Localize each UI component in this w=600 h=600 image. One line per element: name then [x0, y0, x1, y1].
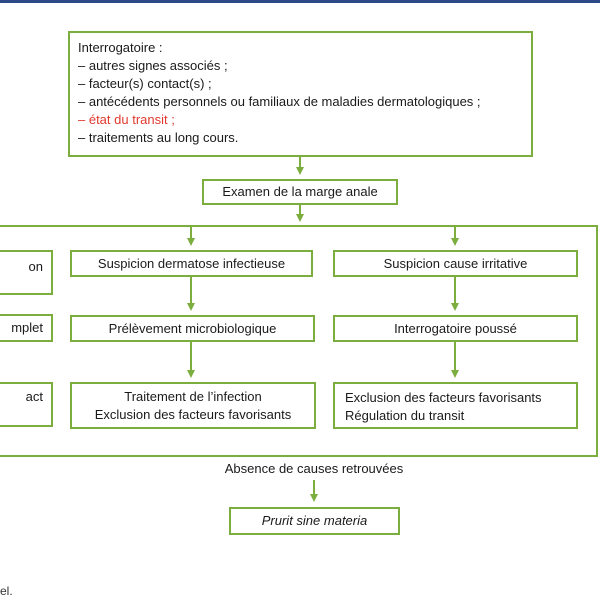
examen-box: Examen de la marge anale — [202, 179, 398, 205]
interrogatoire-pousse-box: Interrogatoire poussé — [333, 315, 578, 342]
left-box-3-label: act — [25, 389, 43, 404]
left-box-2-label: mplet — [11, 320, 43, 335]
traitement-line: Traitement de l’infection — [124, 388, 262, 404]
prurit-label: Prurit sine materia — [261, 513, 368, 528]
interrogatoire-box: Interrogatoire : – autres signes associé… — [68, 31, 533, 157]
traitement-box: Traitement de l’infection Exclusion des … — [70, 382, 316, 429]
suspicion-infect-label: Suspicion dermatose infectieuse — [97, 255, 286, 271]
examen-label: Examen de la marge anale — [222, 184, 378, 199]
left-box-1: on — [0, 250, 53, 295]
exclusion-line: Régulation du transit — [345, 408, 465, 423]
interrogatoire-item: – traitements au long cours. — [78, 130, 239, 145]
prurit-box: Prurit sine materia — [229, 507, 400, 535]
left-box-1-label: on — [28, 259, 43, 274]
caption-fragment: el. — [0, 584, 13, 598]
interrogatoire-item: – facteur(s) contact(s) ; — [78, 76, 212, 91]
top-rule — [0, 0, 600, 3]
suspicion-infect-box: Suspicion dermatose infectieuse — [70, 250, 313, 277]
exclusion-line: Exclusion des facteurs favorisants — [345, 390, 542, 405]
interrogatoire-item-transit: – état du transit ; — [78, 112, 175, 127]
interrogatoire-item: – antécédents personnels ou familiaux de… — [78, 94, 481, 109]
left-box-3: act — [0, 382, 53, 427]
absence-label: Absence de causes retrouvées — [224, 461, 404, 476]
exclusion-box: Exclusion des facteurs favorisants Régul… — [333, 382, 578, 429]
prelevement-label: Prélèvement microbiologique — [108, 320, 277, 336]
prelevement-box: Prélèvement microbiologique — [70, 315, 315, 342]
interrogatoire-title: Interrogatoire : — [78, 40, 163, 55]
interrogatoire-pousse-label: Interrogatoire poussé — [394, 320, 517, 336]
interrogatoire-item: – autres signes associés ; — [78, 58, 228, 73]
branch-frame — [0, 225, 598, 457]
suspicion-irritative-label: Suspicion cause irritative — [383, 255, 528, 271]
left-box-2: mplet — [0, 314, 53, 342]
traitement-line: Exclusion des facteurs favorisants — [94, 406, 292, 422]
suspicion-irritative-box: Suspicion cause irritative — [333, 250, 578, 277]
